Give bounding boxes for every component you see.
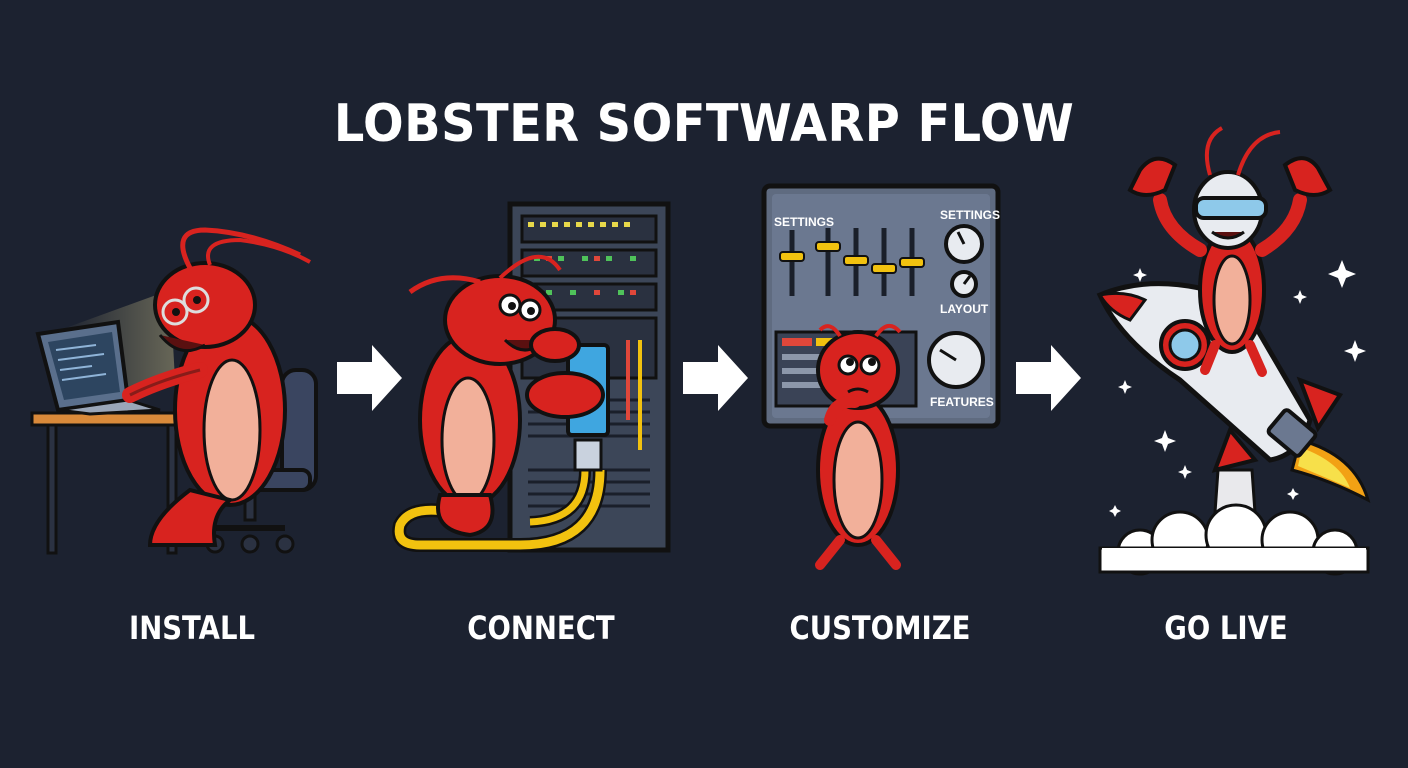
panel-settings-left-label: SETTINGS xyxy=(774,215,834,229)
arrow-right-icon xyxy=(337,345,402,411)
step-label-connect: CONNECT xyxy=(467,609,615,647)
lobster-riding-rocket-icon xyxy=(1096,126,1371,576)
arrow-right-icon xyxy=(683,345,748,411)
lobster-at-laptop-icon xyxy=(30,227,318,555)
arrow-right-icon xyxy=(1016,345,1081,411)
panel-features-label: FEATURES xyxy=(930,395,994,409)
step-label-customize: CUSTOMIZE xyxy=(789,609,971,647)
page-title: LOBSTER SOFTWARP FLOW xyxy=(333,94,1075,154)
step-label-install: INSTALL xyxy=(128,609,256,647)
lobster-plugging-server-icon xyxy=(392,201,671,553)
sparkle-icon xyxy=(1109,260,1366,517)
panel-layout-label: LAYOUT xyxy=(940,302,989,316)
step-label-go-live: GO LIVE xyxy=(1164,609,1288,647)
lobster-thinking-at-control-panel-icon: SETTINGS SETTINGS LAYOUT FEATURES xyxy=(761,183,1001,570)
panel-settings-right-label: SETTINGS xyxy=(940,208,1000,222)
